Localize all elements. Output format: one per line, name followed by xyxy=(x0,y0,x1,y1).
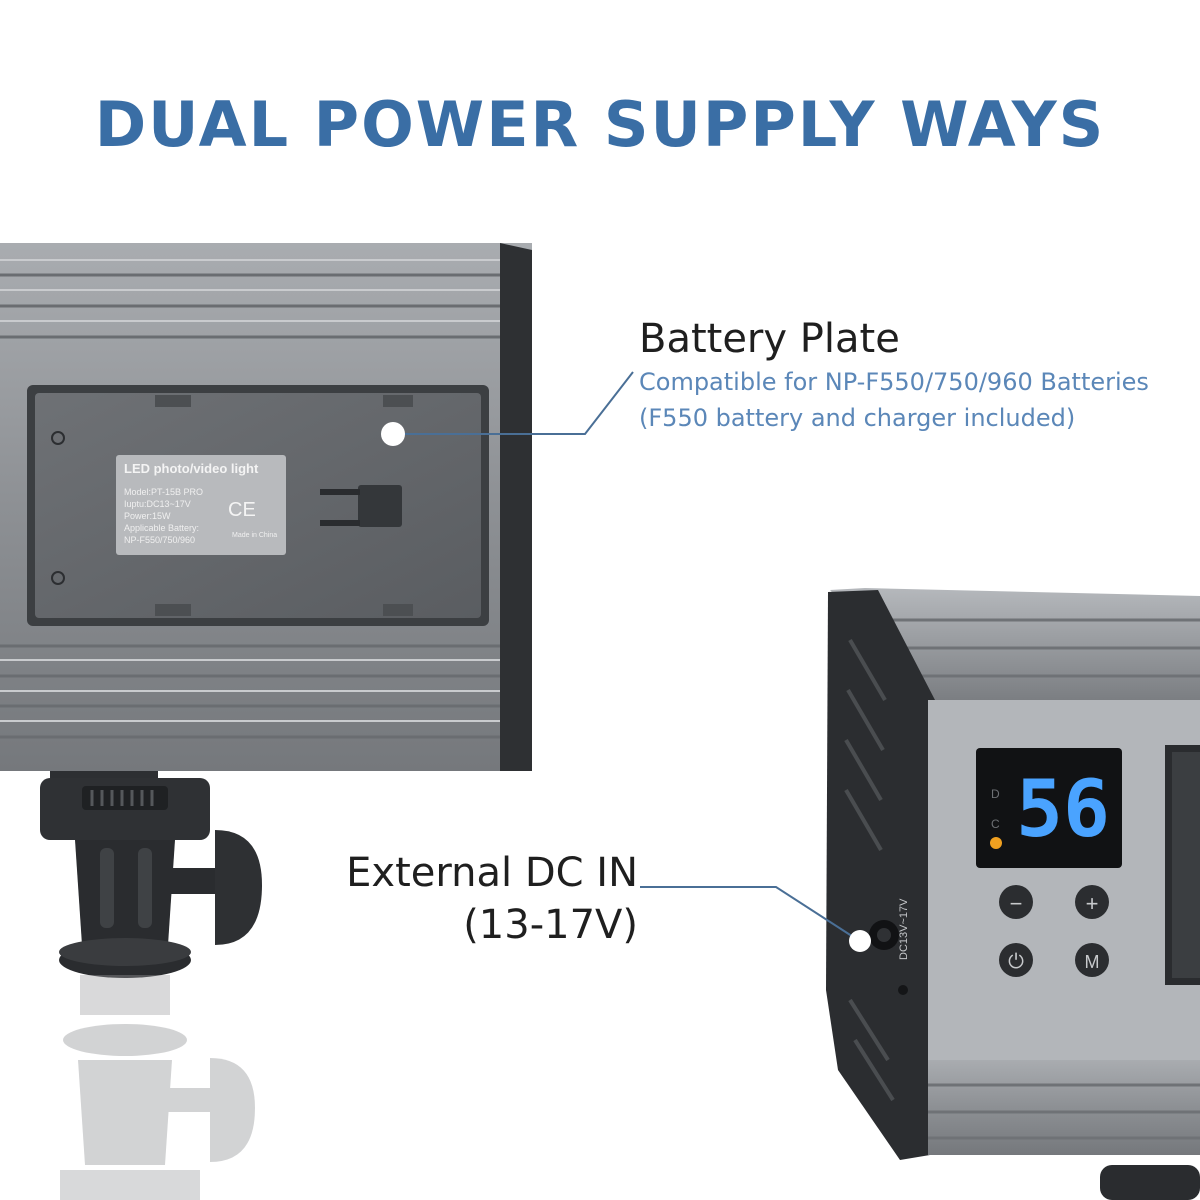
indicator-led xyxy=(990,837,1002,849)
battery-pointer-dot xyxy=(381,422,405,446)
battery-contacts xyxy=(358,485,402,527)
shoe-mount xyxy=(40,771,262,978)
tighten-knob xyxy=(215,830,262,945)
mode-icon: M xyxy=(1085,952,1100,972)
battery-plate-title: Battery Plate xyxy=(639,316,900,362)
sticker-line: Applicable Battery: xyxy=(124,523,199,533)
dc-leader xyxy=(640,886,871,952)
minus-button[interactable]: − xyxy=(999,885,1033,919)
sticker-heading: LED photo/video light xyxy=(124,461,259,476)
page-headline: DUAL POWER SUPPLY WAYS xyxy=(94,88,1106,161)
power-button[interactable]: ⏻ xyxy=(999,943,1033,977)
battery-included-line: (F550 battery and charger included) xyxy=(639,404,1076,432)
mode-letter: D xyxy=(991,787,1000,801)
screw-icon xyxy=(51,431,65,445)
sticker-line: Model:PT-15B PRO xyxy=(124,487,203,497)
battery-leader xyxy=(381,371,634,446)
battery-compat-line: Compatible for NP-F550/750/960 Batteries xyxy=(639,368,1149,396)
dc-input-port: DC13V~17V xyxy=(869,898,910,995)
product-sticker: LED photo/video light Model:PT-15B PRO I… xyxy=(116,455,286,555)
plus-button[interactable]: + xyxy=(1075,885,1109,919)
dc-voltage-print: DC13V~17V xyxy=(898,898,910,960)
dc-in-voltage: (13-17V) xyxy=(463,902,638,948)
mode-button[interactable]: M xyxy=(1075,943,1109,977)
lock-wheel xyxy=(82,786,168,810)
control-buttons: − + ⏻ M xyxy=(999,885,1109,977)
ce-mark: CE xyxy=(228,499,256,521)
sticker-line: Iuptu:DC13~17V xyxy=(124,499,191,509)
brightness-readout: 56 xyxy=(1016,765,1110,855)
plus-icon: + xyxy=(1086,891,1099,916)
dc-pointer-dot xyxy=(849,930,871,952)
screw-icon xyxy=(51,571,65,585)
right-light-body xyxy=(826,588,1200,1200)
sticker-line: Power:15W xyxy=(124,511,171,521)
origin-text: Made in China xyxy=(232,532,277,539)
power-icon: ⏻ xyxy=(1008,949,1024,973)
screw-icon xyxy=(898,985,908,995)
sticker-line: NP-F550/750/960 xyxy=(124,535,195,545)
led-display: D C 56 xyxy=(976,748,1122,868)
dc-in-title: External DC IN xyxy=(346,850,638,896)
faded-mount-reflection xyxy=(60,975,255,1200)
mode-letter: C xyxy=(991,817,1000,831)
minus-icon: − xyxy=(1010,891,1023,916)
